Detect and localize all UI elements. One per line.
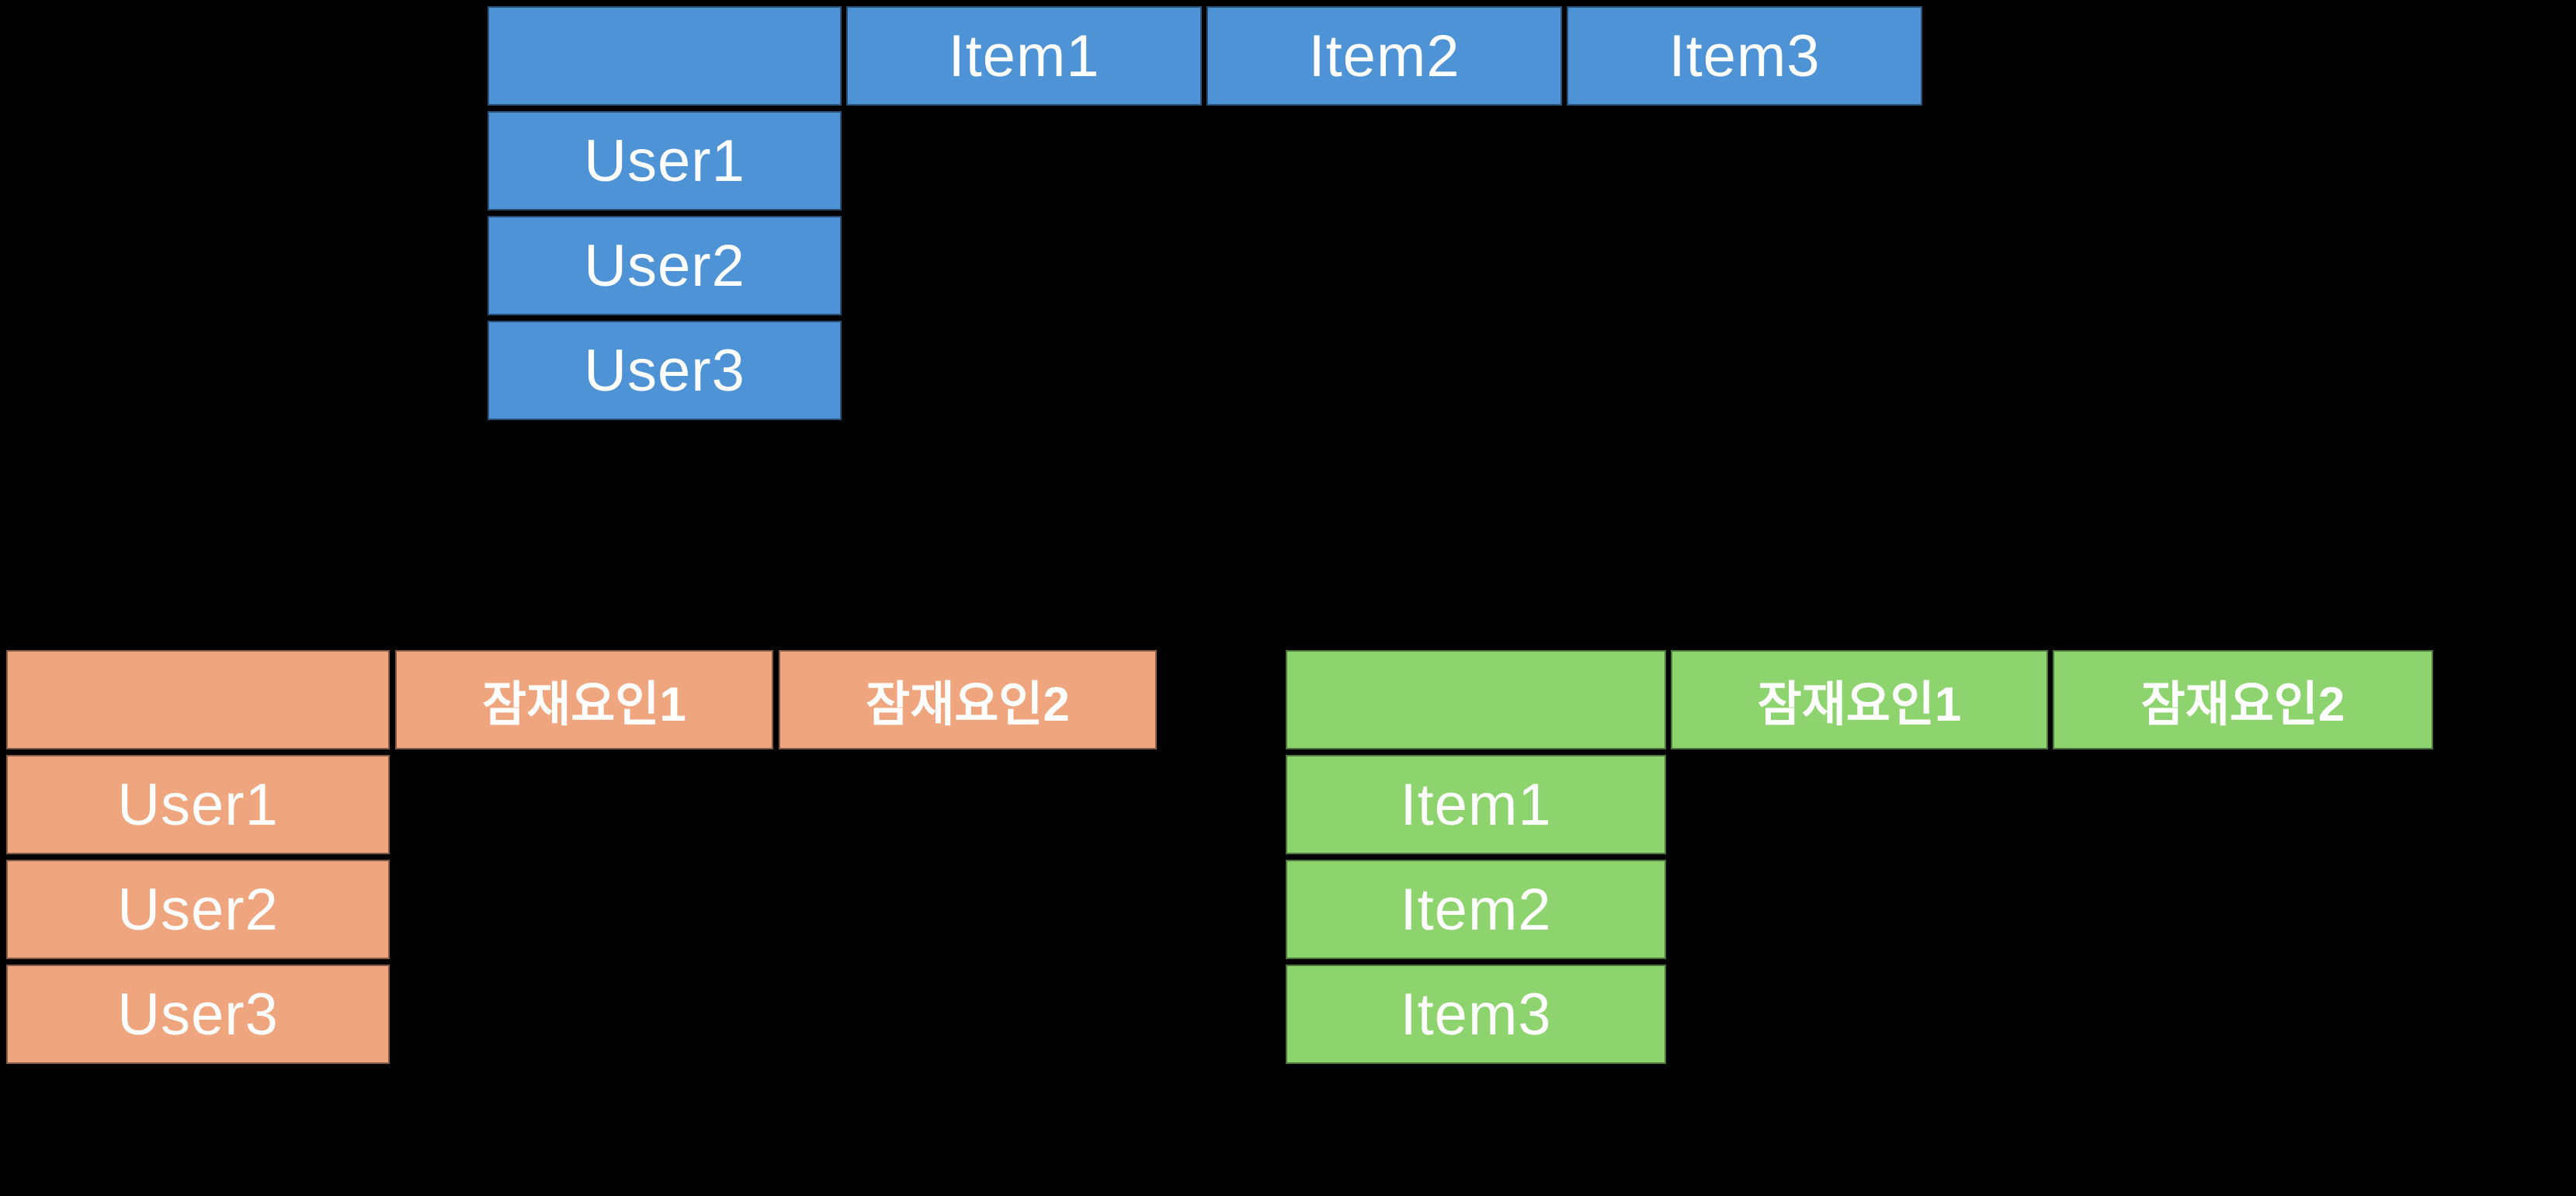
column-header-item2: Item2 — [1206, 6, 1562, 106]
body-cell — [1671, 860, 2048, 959]
body-cell — [1567, 216, 1922, 315]
column-header-latent-factor1: 잠재요인1 — [395, 650, 773, 749]
body-cell — [395, 965, 773, 1064]
row-header-item2: Item2 — [1286, 860, 1666, 959]
item-latent-factor-table: 잠재요인1 잠재요인2 Item1 Item2 Item3 — [1286, 650, 2433, 1064]
body-cell — [1206, 216, 1562, 315]
body-cell — [779, 965, 1157, 1064]
corner-cell — [6, 650, 390, 749]
column-header-latent-factor2: 잠재요인2 — [2053, 650, 2433, 749]
row-header-user2: User2 — [6, 860, 390, 959]
body-cell — [779, 860, 1157, 959]
body-cell — [846, 216, 1202, 315]
row-header-user1: User1 — [6, 755, 390, 854]
body-cell — [1671, 965, 2048, 1064]
body-cell — [1671, 755, 2048, 854]
column-header-item3: Item3 — [1567, 6, 1922, 106]
body-cell — [395, 755, 773, 854]
body-cell — [2053, 860, 2433, 959]
body-cell — [1206, 321, 1562, 420]
row-header-user3: User3 — [488, 321, 842, 420]
body-cell — [2053, 755, 2433, 854]
row-header-item3: Item3 — [1286, 965, 1666, 1064]
column-header-latent-factor1: 잠재요인1 — [1671, 650, 2048, 749]
row-header-user3: User3 — [6, 965, 390, 1064]
body-cell — [846, 111, 1202, 210]
corner-cell — [1286, 650, 1666, 749]
body-cell — [395, 860, 773, 959]
row-header-user2: User2 — [488, 216, 842, 315]
row-header-item1: Item1 — [1286, 755, 1666, 854]
column-header-latent-factor2: 잠재요인2 — [779, 650, 1157, 749]
body-cell — [1567, 111, 1922, 210]
column-header-item1: Item1 — [846, 6, 1202, 106]
user-latent-factor-table: 잠재요인1 잠재요인2 User1 User2 User3 — [6, 650, 1157, 1064]
corner-cell — [488, 6, 842, 106]
body-cell — [2053, 965, 2433, 1064]
body-cell — [1206, 111, 1562, 210]
body-cell — [846, 321, 1202, 420]
row-header-user1: User1 — [488, 111, 842, 210]
body-cell — [779, 755, 1157, 854]
body-cell — [1567, 321, 1922, 420]
rating-matrix-table: Item1 Item2 Item3 User1 User2 User3 — [488, 6, 1922, 420]
